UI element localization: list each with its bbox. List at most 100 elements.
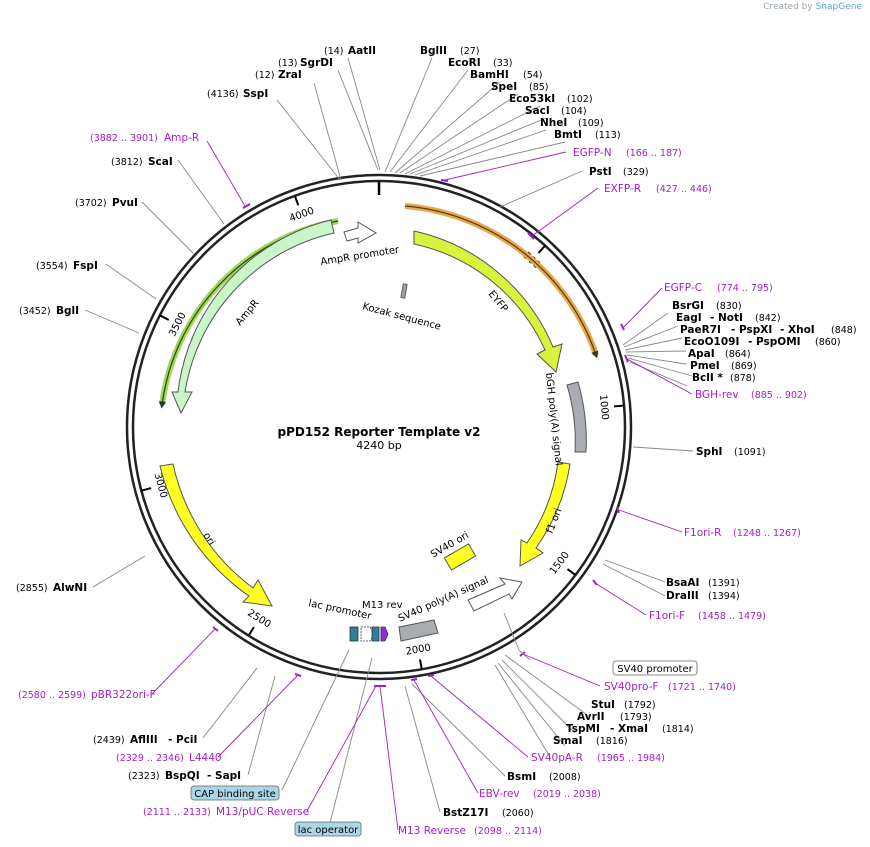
enzyme-name: ApaI — [688, 348, 715, 360]
primer-name: BGH-rev — [695, 389, 739, 401]
enzyme-name: BspQI — [165, 770, 200, 782]
enzyme-pos: (1814) — [662, 724, 694, 735]
enzyme-pos: (13) — [278, 58, 298, 69]
feature-m13-rev — [380, 626, 389, 642]
enzyme-pos: (1792) — [624, 700, 656, 711]
enzyme-name: AvrII — [577, 711, 605, 723]
enzyme-pos: (102) — [567, 94, 593, 105]
primer-name: Amp-R — [164, 132, 199, 144]
primer-name: SV40pro-F — [604, 681, 658, 693]
enzyme-pos: (113) — [595, 130, 621, 141]
feature-ampr — [171, 219, 335, 415]
tick-label: 4000 — [288, 206, 316, 225]
primer-pos: (2019 .. 2038) — [533, 789, 601, 800]
enzyme-name: BclI * — [692, 372, 723, 384]
enzyme-name: BsmI — [507, 771, 536, 783]
enzyme-pos: (3812) — [111, 157, 143, 168]
primer-pos: (166 .. 187) — [626, 148, 682, 159]
feature-lac-operator — [371, 626, 380, 642]
tick-mark — [293, 195, 300, 206]
boxed-sv40-promoter: SV40 promoter — [617, 664, 693, 675]
boxed-lac-operator: lac operator — [298, 825, 359, 836]
primer-pos: (774 .. 795) — [717, 283, 773, 294]
primer-pos: (2329 .. 2346) — [116, 753, 184, 764]
enzyme-pos: (1816) — [596, 736, 628, 747]
tick-label: 1500 — [548, 550, 572, 577]
enzyme-pos: (869) — [731, 361, 757, 372]
credit-prefix: Created by — [763, 2, 813, 12]
enzyme-pos: (2439) — [93, 735, 125, 746]
enzyme-name: BglI — [56, 305, 79, 317]
enzyme-pos: (830) — [716, 301, 742, 312]
enzyme-name: SpeI — [491, 81, 517, 93]
enzyme-pos: (104) — [561, 106, 587, 117]
enzyme-pos: (12) — [255, 70, 275, 81]
primer-name: SV40pA-R — [531, 752, 583, 764]
enzyme-pos: (2855) — [16, 583, 48, 594]
enzyme-pos: (14) — [324, 46, 344, 57]
enzyme-name: BsrGI — [672, 300, 704, 312]
primer-name: L4440 — [189, 752, 222, 764]
enzyme-pos: (85) — [529, 82, 549, 93]
primer-name: F1ori-R — [684, 527, 721, 539]
enzyme-pos: (329) — [623, 167, 649, 178]
enzyme-name: - PspXI — [731, 324, 772, 336]
enzyme-pos: (3452) — [19, 306, 51, 317]
enzyme-name: BstZ17I — [443, 807, 488, 819]
enzyme-name: SgrDI — [300, 57, 333, 69]
enzyme-name: BglII — [420, 45, 447, 57]
enzyme-pos: (2060) — [502, 808, 534, 819]
primer-name: M13/pUC Reverse — [216, 806, 309, 818]
boxed-cap-binding-site: CAP binding site — [194, 789, 276, 800]
primer-pos: (1965 .. 1984) — [597, 753, 665, 764]
primer-pos: (1721 .. 1740) — [668, 682, 736, 693]
feature-eyfp — [413, 230, 563, 373]
enzyme-name: EcoRI — [448, 57, 481, 69]
enzyme-name: - NotI — [710, 312, 743, 324]
primer-name: F1ori-F — [649, 610, 685, 622]
enzyme-pos: (27) — [460, 46, 480, 57]
leader-lines — [84, 57, 694, 824]
primer-pos: (427 .. 446) — [656, 184, 712, 195]
enzyme-pos: (4136) — [207, 89, 239, 100]
enzyme-name: EcoO109I — [684, 336, 739, 348]
enzyme-name: TspMI — [566, 723, 600, 735]
enzyme-name: DraIII — [666, 590, 699, 602]
primer-pos: (1248 .. 1267) — [733, 528, 801, 539]
enzyme-name: SspI — [243, 88, 268, 100]
eyfp-backbone-arc-line — [404, 205, 599, 359]
enzyme-name: Eco53kI — [509, 93, 555, 105]
primer-name: pBR322ori-F — [91, 689, 156, 701]
feature-ampr-promoter — [343, 221, 377, 244]
tick-mark — [418, 659, 423, 670]
primer-pos: (3882 .. 3901) — [90, 133, 158, 144]
feature-bgh-polya — [566, 381, 587, 453]
primer-pos: (2098 .. 2114) — [474, 826, 542, 837]
primer-name: EXFP-R — [604, 183, 641, 195]
enzyme-labels-left: (14) AatII (13) SgrDI (12) ZraI (4136) S… — [16, 45, 376, 782]
feature-f1ori — [519, 461, 571, 567]
enzyme-pos: (878) — [730, 373, 756, 384]
enzyme-name: ZraI — [278, 69, 302, 81]
enzyme-name: AlwNI — [53, 582, 87, 594]
tick-mark — [566, 568, 577, 576]
credit-brand: SnapGene — [815, 2, 862, 12]
tick-mark — [614, 404, 625, 408]
feature-ori — [159, 463, 273, 607]
enzyme-labels-right: BglII (27) EcoRI (33) BamHI (54) SpeI (8… — [420, 45, 857, 819]
tick-mark — [159, 314, 170, 321]
tick-mark — [141, 487, 152, 492]
enzyme-pos: (1391) — [708, 578, 740, 589]
tick-label: 2500 — [245, 608, 272, 631]
map-subtitle: 4240 bp — [356, 439, 401, 452]
enzyme-name: BmtI — [554, 129, 582, 141]
primer-pos: (1458 .. 1479) — [698, 611, 766, 622]
enzyme-name: SphI — [696, 446, 722, 458]
feature-sv40-ori — [443, 543, 477, 571]
tick-label: 1000 — [597, 394, 610, 420]
enzyme-name: StuI — [591, 699, 615, 711]
enzyme-pos: (3702) — [75, 198, 107, 209]
label-bgh-polya: bGH poly(A) signal — [543, 372, 564, 466]
enzyme-name: PmeI — [690, 360, 720, 372]
